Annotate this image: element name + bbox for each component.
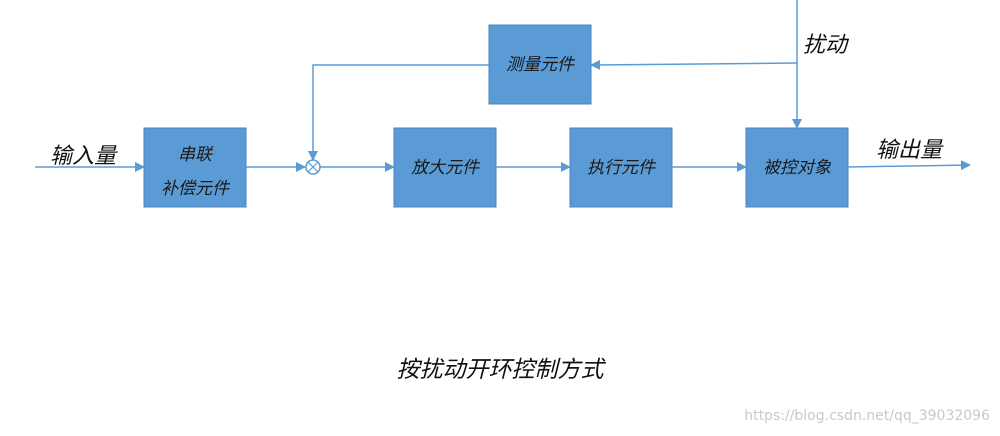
series-compensation-label-line2: 补偿元件 [161,179,231,199]
input-label: 输入量 [50,144,118,169]
measurement-block [488,24,592,105]
series-compensation-label-line1: 串联 [178,145,214,165]
actuator-label: 执行元件 [587,158,657,178]
diagram-caption: 按扰动开环控制方式 [396,357,604,383]
measurement-label: 测量元件 [506,55,576,75]
measure-to-sum-path [308,64,489,161]
output-arrow [847,160,971,171]
disturbance-to-measure-arrow [590,59,798,70]
output-label: 输出量 [876,138,944,163]
actuator-block [569,127,673,208]
summing-junction [305,159,321,175]
amplifier-block [393,127,497,208]
series-compensation-block [143,127,247,208]
plant-label: 被控对象 [763,158,832,178]
watermark: https://blog.csdn.net/qq_39032096 [744,408,990,424]
disturbance-label: 扰动 [803,33,850,58]
amplifier-label: 放大元件 [411,158,481,178]
